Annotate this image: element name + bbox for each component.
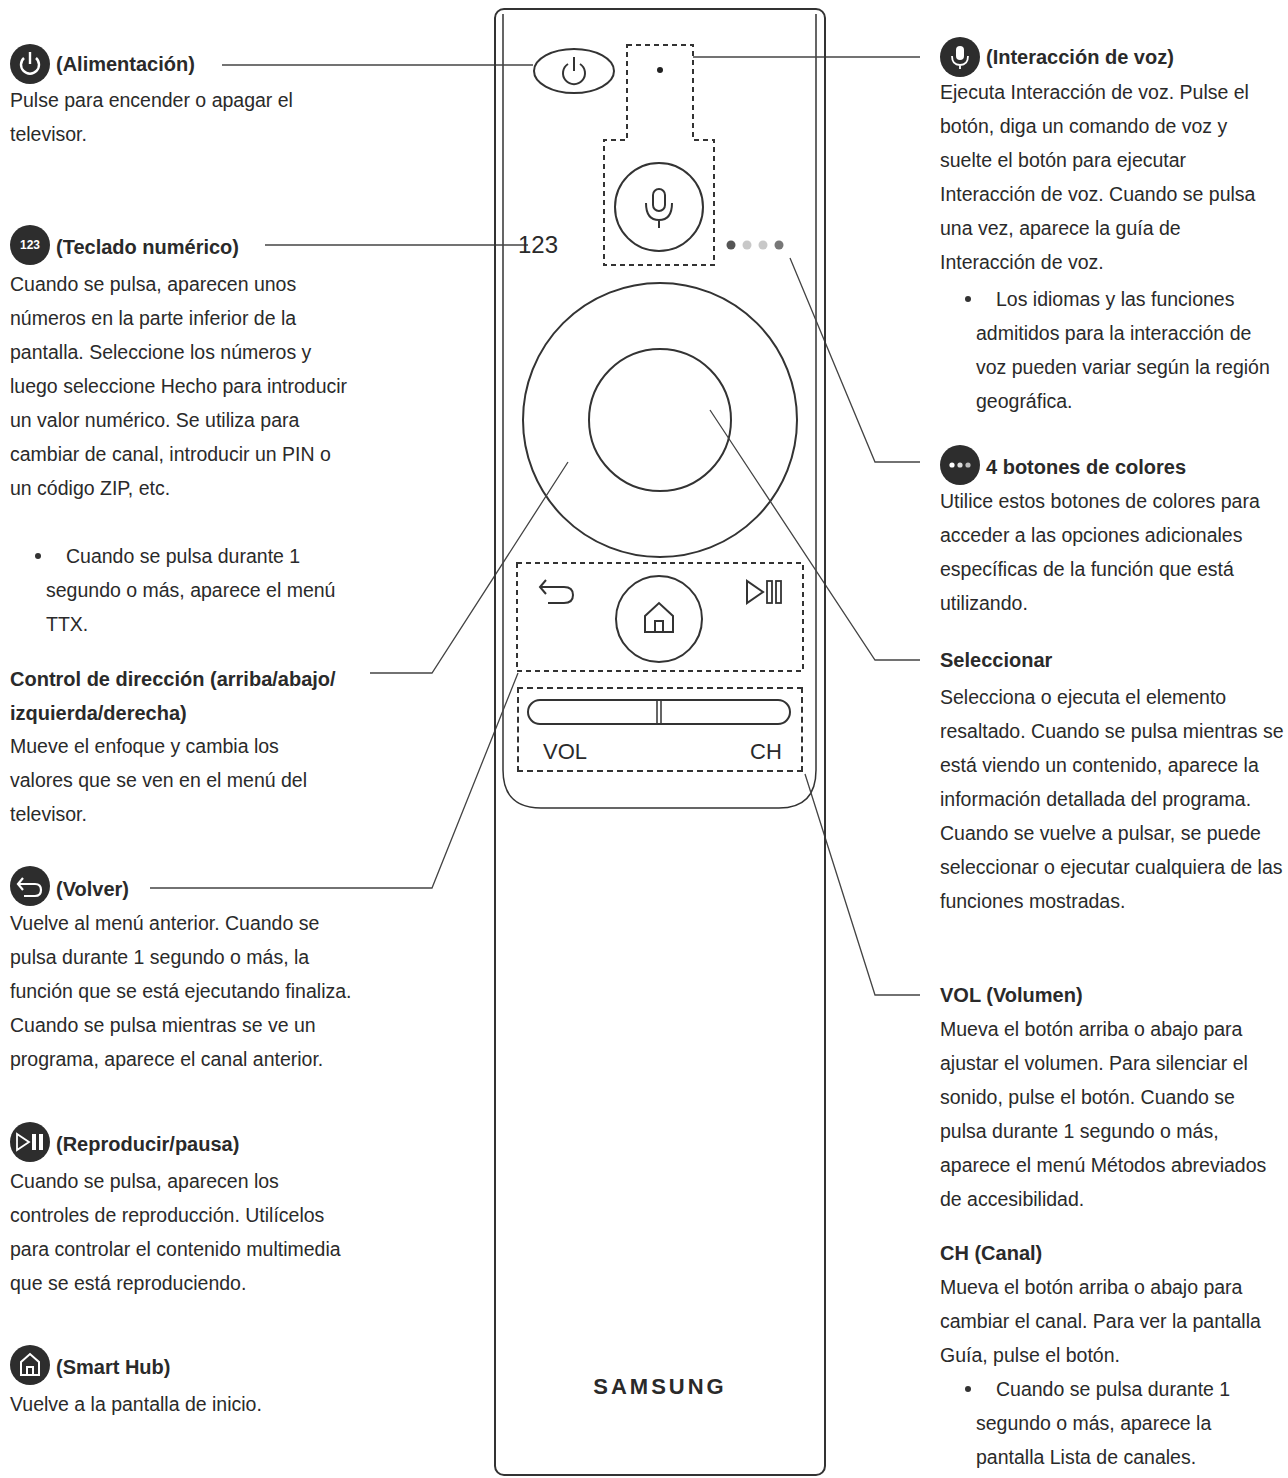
mic-region	[604, 45, 714, 265]
color-button	[759, 241, 768, 250]
color-buttons-icon-dot	[949, 462, 954, 467]
bullet-note: Cuando se pulsa durante 1 segundo o más,…	[46, 539, 338, 641]
leader-line	[370, 462, 568, 673]
button-label: VOL	[535, 739, 595, 765]
back-button	[540, 580, 573, 603]
leader-line	[693, 56, 920, 57]
play-pause-button	[747, 581, 763, 603]
voice-icon-symbol	[956, 46, 964, 60]
leader-line	[710, 410, 920, 660]
callout-text: Vuelve al menú anterior. Cuando se pulsa…	[10, 906, 360, 1076]
leader-line	[222, 64, 533, 65]
keypad-icon	[10, 225, 50, 265]
power-button	[534, 49, 614, 93]
callout-heading: VOL (Volumen)	[940, 978, 1083, 1012]
callout-heading: (Alimentación)	[56, 47, 195, 81]
voice-icon-symbol	[952, 56, 968, 69]
direction-pad	[523, 283, 797, 557]
leader-line	[790, 258, 920, 462]
rocker-divider	[657, 701, 661, 723]
vol-ch-rocker	[528, 700, 790, 724]
home-button	[616, 576, 702, 662]
callout-text: Vuelve a la pantalla de inicio.	[10, 1387, 340, 1421]
select-button	[589, 349, 731, 491]
mic-symbol	[646, 203, 672, 228]
play-pause-button	[776, 581, 781, 603]
color-button	[743, 241, 752, 250]
brand-logo: SAMSUNG	[496, 1372, 824, 1402]
mic-symbol	[653, 189, 665, 211]
leader-line	[805, 774, 920, 995]
play-pause-icon-symbol	[17, 1134, 29, 1150]
callout-heading: 4 botones de colores	[986, 450, 1186, 484]
play-pause-icon-symbol	[32, 1134, 36, 1150]
color-buttons-icon-dot	[957, 462, 962, 467]
voice-icon	[940, 37, 980, 77]
callout-heading: (Interacción de voz)	[986, 40, 1174, 74]
callout-heading: (Volver)	[56, 872, 129, 906]
callout-text: Utilice estos botones de colores para ac…	[940, 484, 1262, 620]
play-pause-icon	[10, 1122, 50, 1162]
bullet	[965, 1386, 971, 1392]
callout-heading: (Teclado numérico)	[56, 230, 239, 264]
remote-panel	[503, 14, 816, 808]
home-symbol	[645, 603, 673, 632]
callout-text: Cuando se pulsa, aparecen unos números e…	[10, 267, 352, 505]
mic-button	[615, 163, 703, 251]
vol-ch-region: VOL CH	[517, 687, 803, 772]
back-icon-symbol	[18, 878, 41, 896]
callout-text: Ejecuta Interacción de voz. Pulse el bot…	[940, 75, 1274, 279]
icon-label: 123	[10, 235, 50, 255]
play-pause-icon-symbol	[39, 1134, 43, 1150]
callout-text: Mueva el botón arriba o abajo para cambi…	[940, 1270, 1262, 1372]
callout-heading: Control de dirección (arriba/abajo/ izqu…	[10, 662, 372, 730]
bullet	[35, 553, 41, 559]
bullet	[965, 296, 971, 302]
button-label: CH	[736, 739, 796, 765]
leader-line	[265, 244, 528, 245]
keypad-button-label: 123	[508, 230, 568, 260]
callout-heading: CH (Canal)	[940, 1236, 1042, 1270]
home-icon-symbol	[21, 1354, 39, 1375]
callout-heading: Seleccionar	[940, 643, 1052, 677]
play-pause-button	[767, 581, 772, 603]
bullet-note: Los idiomas y las funciones admitidos pa…	[976, 282, 1276, 418]
callout-heading: (Smart Hub)	[56, 1350, 170, 1384]
back-icon	[10, 866, 50, 906]
color-buttons-icon	[940, 445, 980, 485]
callout-text: Mueve el enfoque y cambia los valores qu…	[10, 729, 342, 831]
mic-hole	[657, 67, 663, 73]
color-button	[775, 241, 784, 250]
color-buttons-icon-dot	[965, 462, 970, 467]
color-button	[727, 241, 736, 250]
home-icon	[10, 1345, 50, 1385]
remote-body: 123SAMSUNG VOL CH	[494, 8, 826, 1476]
callout-text: Cuando se pulsa, aparecen los controles …	[10, 1164, 342, 1300]
power-symbol	[573, 57, 575, 71]
bullet-note: Cuando se pulsa durante 1 segundo o más,…	[976, 1372, 1276, 1474]
callout-text: Pulse para encender o apagar el televiso…	[10, 83, 340, 151]
button-region	[517, 563, 803, 671]
callout-text: Mueva el botón arriba o abajo para ajust…	[940, 1012, 1280, 1216]
callout-text: Selecciona o ejecuta el elemento resalta…	[940, 680, 1288, 918]
callout-heading: (Reproducir/pausa)	[56, 1127, 239, 1161]
power-icon	[10, 44, 50, 84]
power-icon-symbol	[21, 52, 39, 74]
